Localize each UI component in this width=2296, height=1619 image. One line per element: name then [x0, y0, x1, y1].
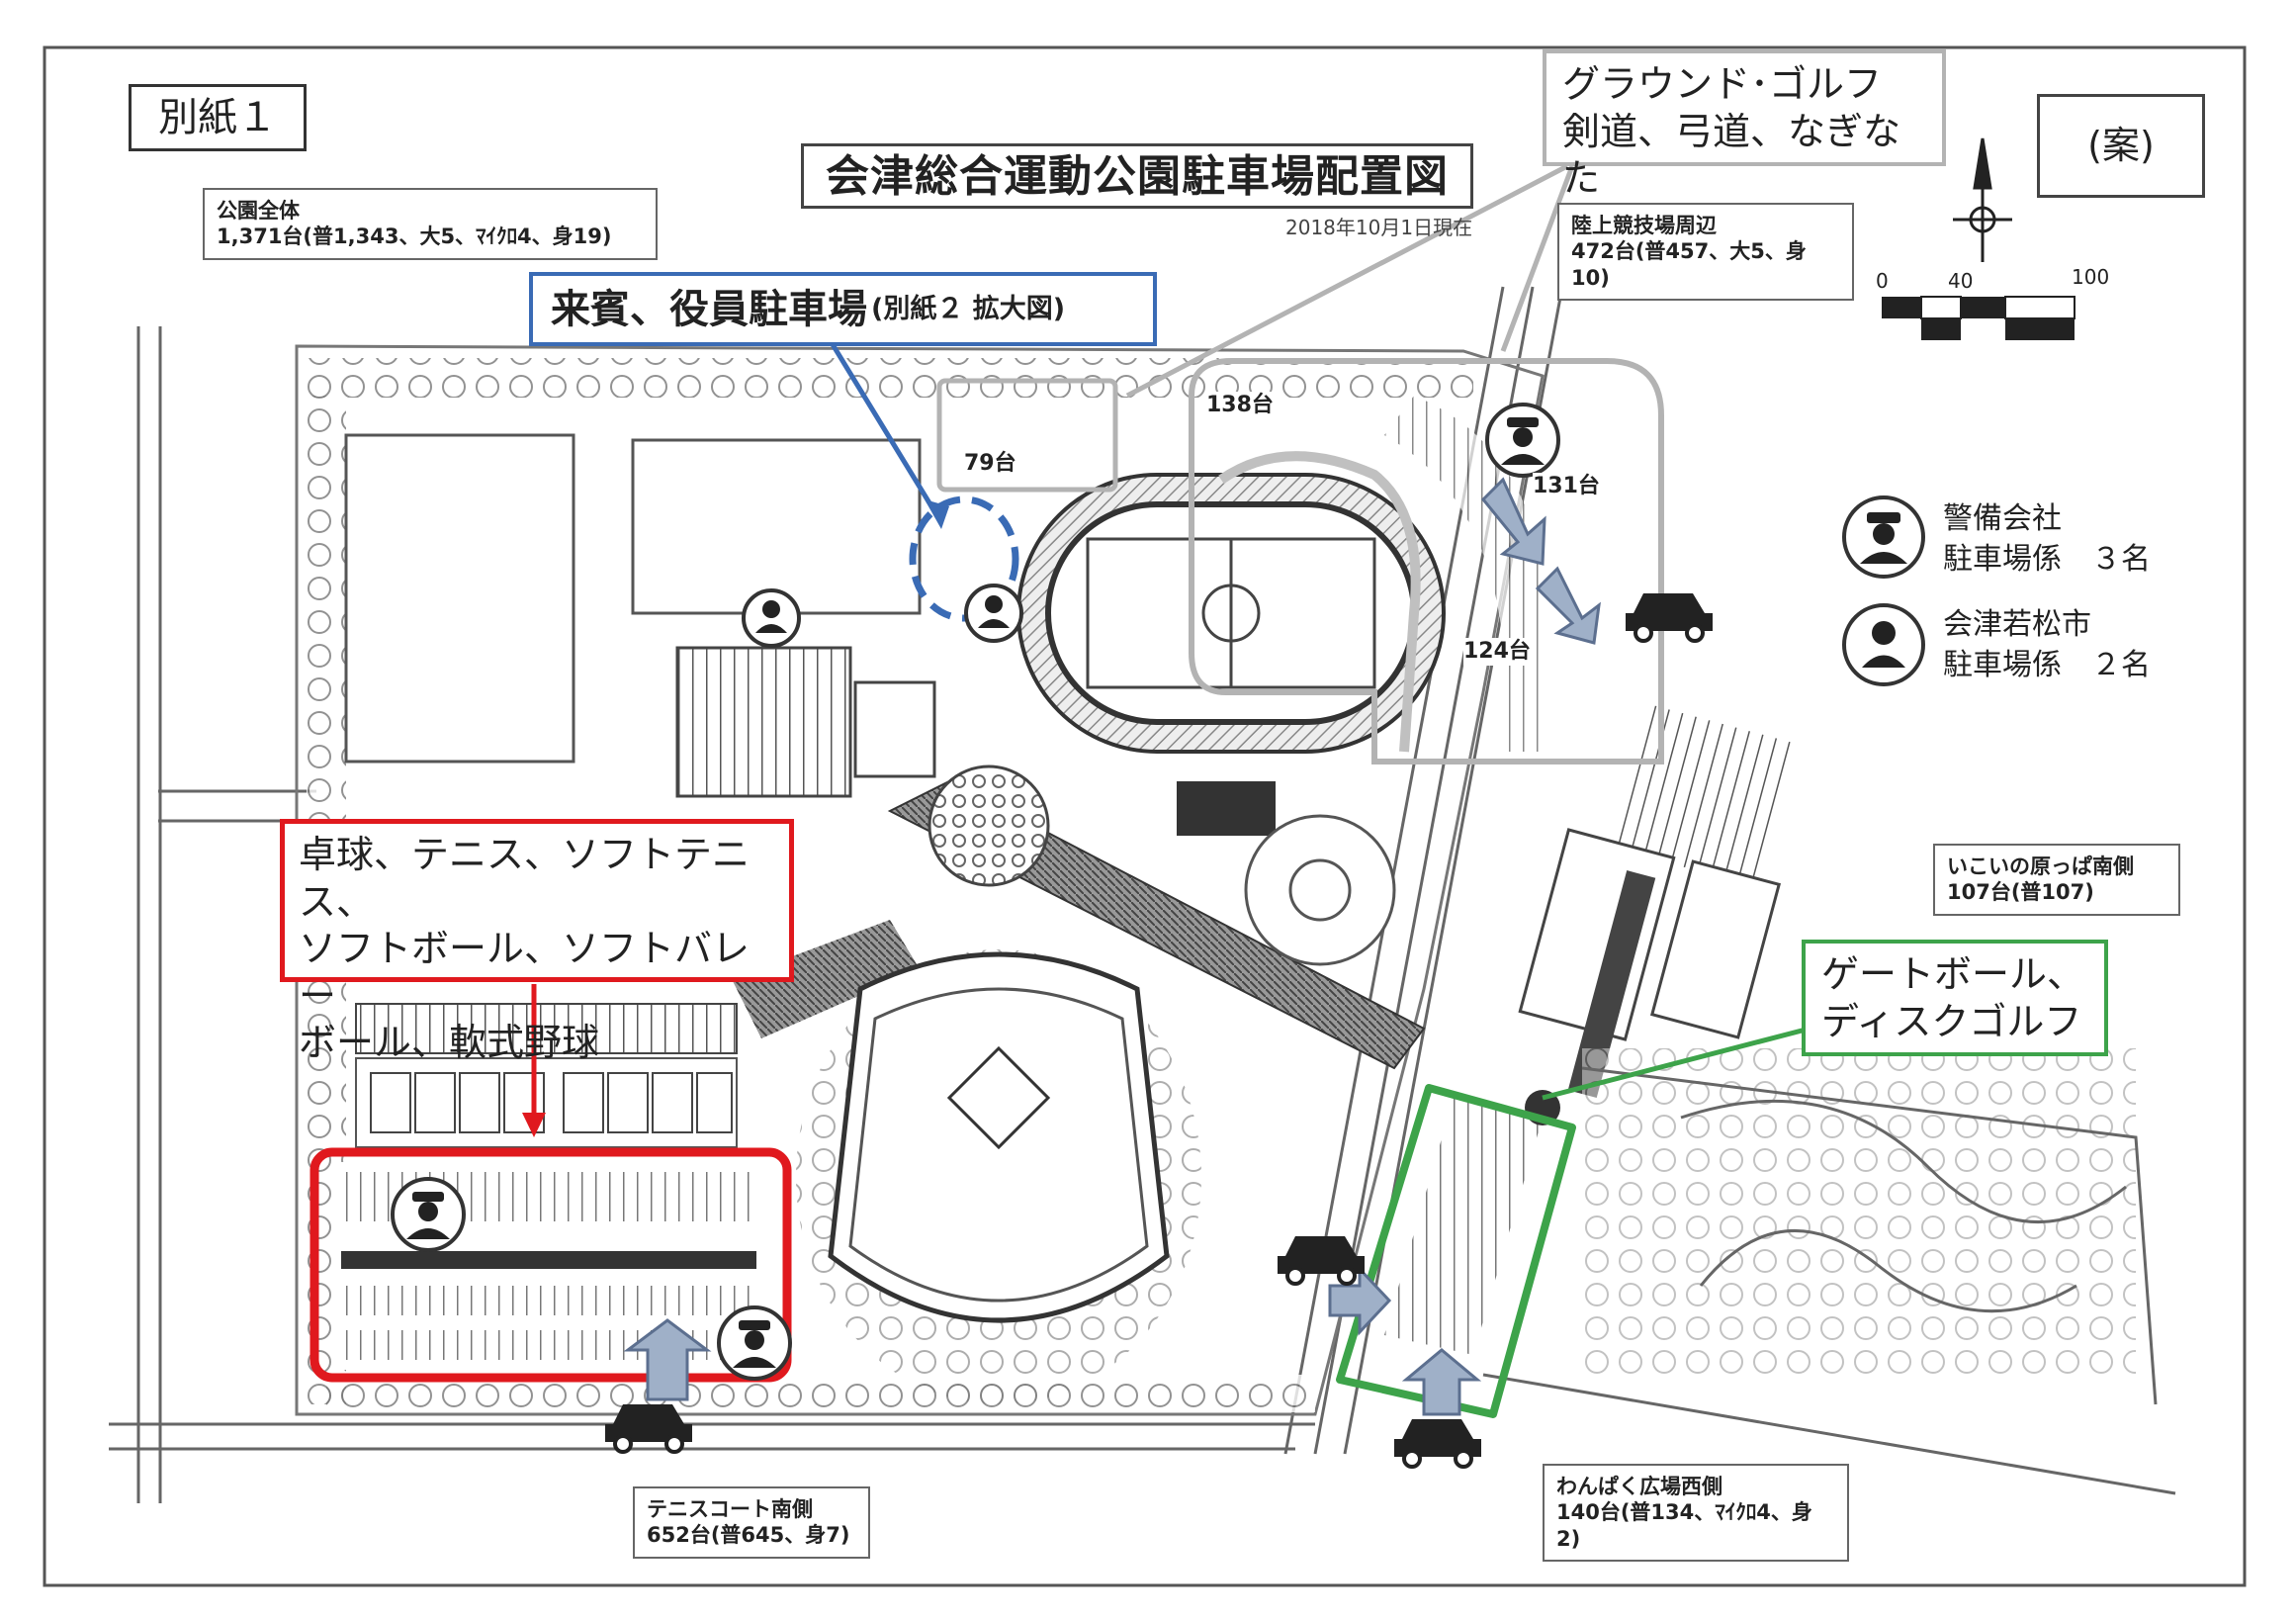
security-guard-icon — [391, 1177, 466, 1252]
baseball-stadium — [796, 949, 1201, 1404]
info-detail: 140台(普134、ﾏｲｸﾛ4、身2) — [1556, 1500, 1812, 1551]
plaza-fountain — [927, 765, 1050, 887]
scale-label: 0 — [1876, 269, 1889, 293]
athletic-stadium — [1016, 473, 1446, 836]
legend-staff-icon — [1842, 603, 1925, 686]
car-icon — [1626, 593, 1713, 643]
draft-label: (案) — [2037, 94, 2205, 198]
lot-label-79: 79台 — [964, 450, 1016, 478]
arrow-right-wanpaku — [1328, 1265, 1392, 1336]
info-title: 陸上競技場周辺 — [1571, 214, 1717, 237]
city-staff-icon — [964, 584, 1023, 643]
grey-callout-leaders — [936, 163, 1664, 765]
plaza-ring-inner — [1288, 858, 1352, 922]
map-date: 2018年10月1日現在 — [1285, 216, 1473, 239]
legend-staff-text: 会津若松市 駐車場係 ２名 — [1943, 605, 2151, 685]
city-staff-icon — [742, 588, 801, 648]
east-park — [1525, 1048, 2158, 1405]
callout-line: ボール、軟式野球 — [299, 1021, 600, 1064]
car-icons — [605, 593, 1713, 1469]
tree-line-north — [307, 358, 1473, 398]
callout-indoor-sports: グラウンド･ゴルフ 剣道、弓道、なぎなた — [1543, 49, 1946, 200]
callout-line: 卓球、テニス、ソフトテニス、 — [299, 833, 751, 924]
promenade-west — [732, 920, 920, 1038]
document-tag: 別紙１ — [129, 84, 307, 151]
arrow-up-wanpaku — [1401, 1348, 1482, 1416]
legend-security-icon — [1842, 495, 1925, 579]
legend-security-text: 警備会社 駐車場係 ３名 — [1943, 499, 2151, 580]
arrow-up-tennis — [623, 1318, 712, 1401]
lot-label-138: 138台 — [1206, 392, 1274, 419]
callout-line: ディスクゴルフ — [1821, 999, 2082, 1043]
info-ikoi: いこいの原っぱ南側 107台(普107) — [1933, 844, 2180, 916]
info-title: 公園全体 — [217, 199, 300, 223]
tennis-courts — [355, 1003, 738, 1148]
scale-label: 40 — [1948, 269, 1974, 293]
callout-vip-parking: 来賓、役員駐車場(別紙２ 拡大図) — [529, 272, 1157, 346]
scale-bar — [1882, 296, 2075, 340]
blue-callout-leader — [828, 339, 1019, 622]
callout-line: ゲートボール、 — [1821, 952, 2085, 996]
red-highlight — [309, 984, 792, 1383]
callout-gateball: ゲートボール、 ディスクゴルフ — [1802, 940, 2108, 1056]
field-northwest — [344, 433, 575, 764]
entry-arrows — [623, 477, 1601, 1416]
wanpaku-parking — [1384, 1098, 1543, 1355]
security-guard-icon — [717, 1305, 792, 1381]
scale-label: 100 — [2072, 265, 2110, 289]
callout-ball-sports: 卓球、テニス、ソフトテニス、 ソフトボール、ソフトバレー ボール、軟式野球 — [280, 819, 794, 1064]
sheet-border — [43, 45, 2247, 1587]
arrow-stadium-2 — [1535, 566, 1601, 645]
east-facilities — [1518, 705, 1797, 1098]
info-title: わんぱく広場西側 — [1556, 1475, 1722, 1498]
car-icon — [1278, 1236, 1365, 1286]
info-title: いこいの原っぱ南側 — [1947, 854, 2134, 878]
callout-main: 来賓、役員駐車場 — [551, 286, 867, 332]
legend-line: 駐車場係 ２名 — [1943, 647, 2151, 682]
info-detail: 107台(普107) — [1947, 880, 2094, 905]
security-guard-icon — [1485, 403, 1560, 478]
lot-label-131: 131台 — [1533, 473, 1600, 500]
legend-line: 会津若松市 — [1943, 607, 2091, 642]
info-title: テニスコート南側 — [647, 1497, 813, 1521]
lot-label-124: 124台 — [1463, 638, 1531, 666]
info-detail: 472台(普457、大5、身10) — [1571, 239, 1807, 290]
map-title: 会津総合運動公園駐車場配置図 — [801, 143, 1473, 209]
gymnasium — [675, 646, 852, 798]
callout-line: グラウンド･ゴルフ — [1562, 62, 1883, 106]
callout-sub: (別紙２ 拡大図) — [871, 293, 1066, 324]
field-north — [631, 438, 922, 615]
callout-line: ソフトボール、ソフトバレー — [299, 927, 751, 1018]
info-detail: 652台(普645、身7) — [647, 1523, 850, 1548]
info-detail: 1,371台(普1,343、大5、ﾏｲｸﾛ4、身19) — [217, 225, 612, 249]
callout-line: 剣道、弓道、なぎなた — [1562, 109, 1901, 201]
car-icon — [1394, 1419, 1481, 1469]
info-wanpaku: わんぱく広場西側 140台(普134、ﾏｲｸﾛ4、身2) — [1543, 1464, 1849, 1562]
arrow-stadium-1 — [1480, 477, 1546, 566]
north-arrow-icon — [1953, 137, 2012, 262]
park-boundary — [295, 344, 1545, 1416]
info-park-total: 公園全体 1,371台(普1,343、大5、ﾏｲｸﾛ4、身19) — [203, 188, 658, 260]
info-tennis-south: テニスコート南側 652台(普645、身7) — [633, 1486, 870, 1559]
legend-line: 警備会社 — [1943, 501, 2062, 536]
legend-line: 駐車場係 ３名 — [1943, 541, 2151, 577]
gym-annex — [853, 680, 936, 778]
info-stadium-area: 陸上競技場周辺 472台(普457、大5、身10) — [1557, 203, 1854, 301]
car-icon — [605, 1404, 692, 1454]
